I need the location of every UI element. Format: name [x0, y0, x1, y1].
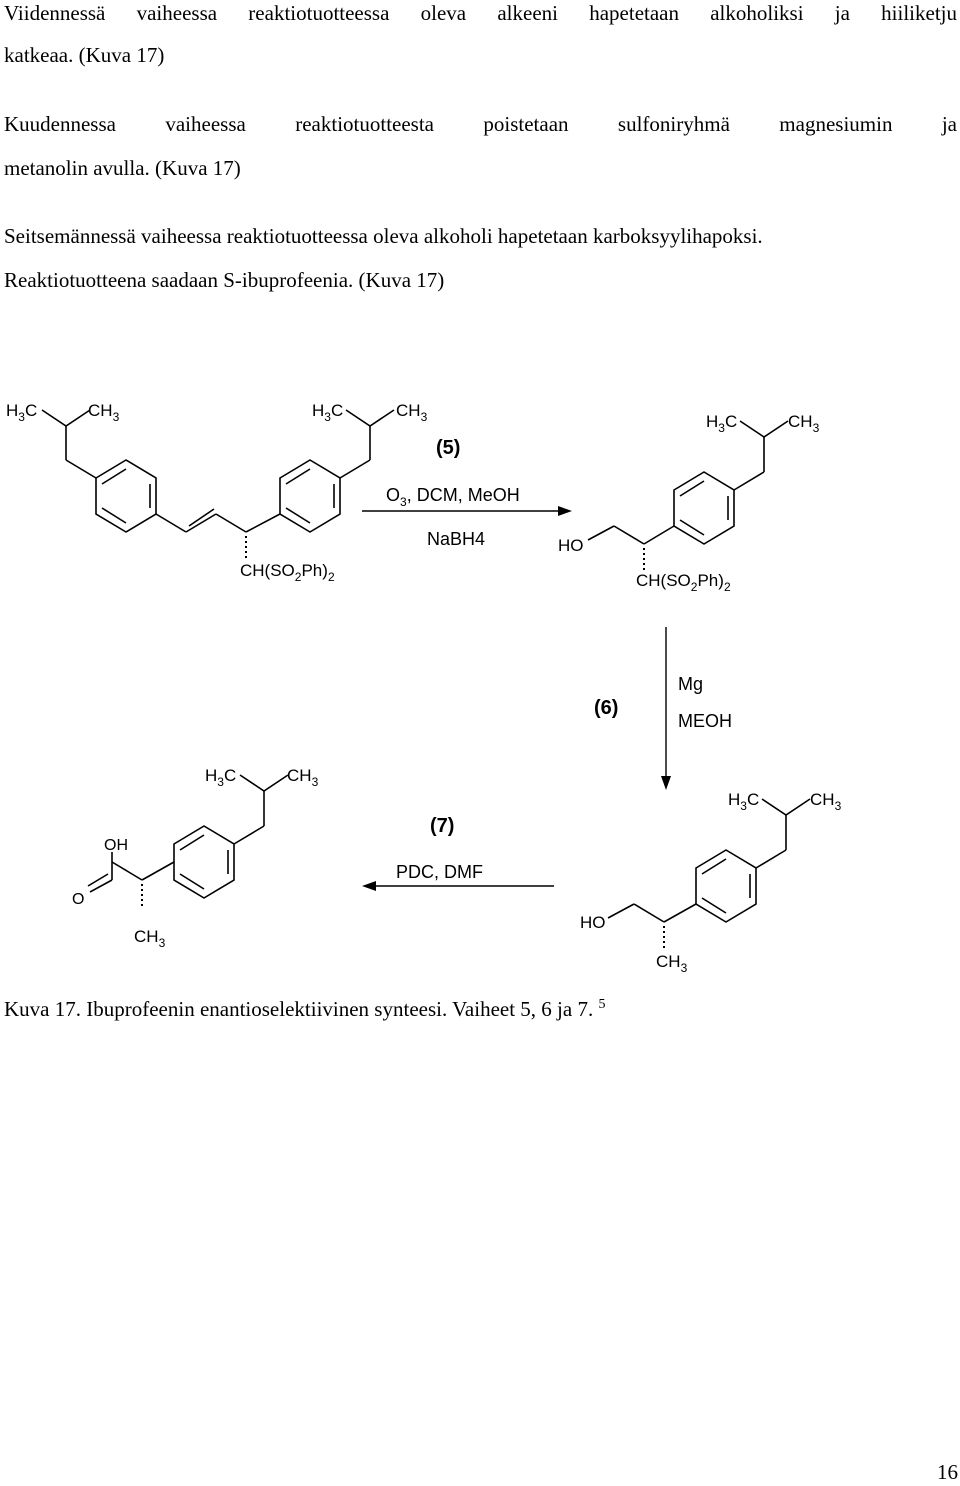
paragraph-3-line-2: Reaktiotuotteena saadaan S-ibuprofeenia.…	[4, 268, 445, 292]
compound-1b-h3c-label: H3C	[312, 401, 343, 424]
compound-3-ch3-methyl-label: CH3	[656, 952, 688, 975]
step-6-number: (6)	[594, 697, 618, 719]
compound-1b-ch3-label: CH3	[396, 401, 428, 424]
compound-2-h3c-label: H3C	[706, 412, 737, 435]
paragraph-1-line-2: katkeaa. (Kuva 17)	[4, 43, 165, 67]
step-7-reagent-1: PDC, DMF	[396, 862, 483, 882]
figure-caption: Kuva 17. Ibuprofeenin enantioselektiivin…	[4, 996, 605, 1022]
reaction-scheme: H3C CH3 CH(SO2Ph)2	[6, 401, 842, 975]
compound-1-h3c-label: H3C	[6, 401, 37, 424]
compound-1-ch3-label: CH3	[88, 401, 120, 424]
paragraph-2-line-2: metanolin avulla. (Kuva 17)	[4, 156, 241, 180]
compound-4-ch3-methyl-label: CH3	[134, 927, 166, 950]
paragraph-2-line-1: Kuudennessa vaiheessa reaktiotuotteesta …	[4, 112, 957, 136]
step-6-arrow: (6) Mg MEOH	[594, 627, 732, 790]
compound-1-structure: H3C CH3 CH(SO2Ph)2	[6, 401, 428, 584]
compound-4-o-label: O	[72, 891, 84, 908]
compound-2-structure: H3C CH3 HO CH(SO2Ph)2	[558, 412, 820, 594]
step-5-arrow: (5) O3, DCM, MeOH NaBH4	[362, 437, 572, 549]
figure-caption-text: Kuva 17. Ibuprofeenin enantioselektiivin…	[4, 997, 594, 1021]
compound-4-ch3-label: CH3	[287, 766, 319, 789]
compound-3-ho-label: HO	[580, 913, 606, 932]
compound-4-oh-label: OH	[104, 837, 128, 854]
compound-4-h3c-label: H3C	[205, 766, 236, 789]
step-5-number: (5)	[436, 437, 460, 459]
caption-reference: 5	[598, 997, 606, 1012]
compound-1-sulfone-label: CH(SO2Ph)2	[240, 561, 335, 584]
compound-2-ho-label: HO	[558, 536, 584, 555]
compound-3-ch3-label: CH3	[810, 790, 842, 813]
compound-4-structure: H3C CH3 OH O CH3	[72, 766, 319, 950]
paragraph-1-line-1: Viidennessä vaiheessa reaktiotuotteessa …	[4, 1, 957, 25]
step-7-arrow: (7) PDC, DMF	[362, 815, 554, 891]
paragraph-3-line-1: Seitsemännessä vaiheessa reaktiotuottees…	[4, 224, 763, 248]
step-5-reagent-1: O3, DCM, MeOH	[386, 485, 520, 509]
compound-3-h3c-label: H3C	[728, 790, 759, 813]
step-5-reagent-2: NaBH4	[427, 529, 485, 549]
compound-2-ch3-label: CH3	[788, 412, 820, 435]
step-6-reagent-2: MEOH	[678, 711, 732, 731]
step-7-number: (7)	[430, 815, 454, 837]
step-6-reagent-1: Mg	[678, 674, 703, 694]
compound-3-structure: H3C CH3 HO CH3	[580, 790, 842, 975]
page-number: 16	[937, 1460, 958, 1484]
compound-2-sulfone-label: CH(SO2Ph)2	[636, 571, 731, 594]
